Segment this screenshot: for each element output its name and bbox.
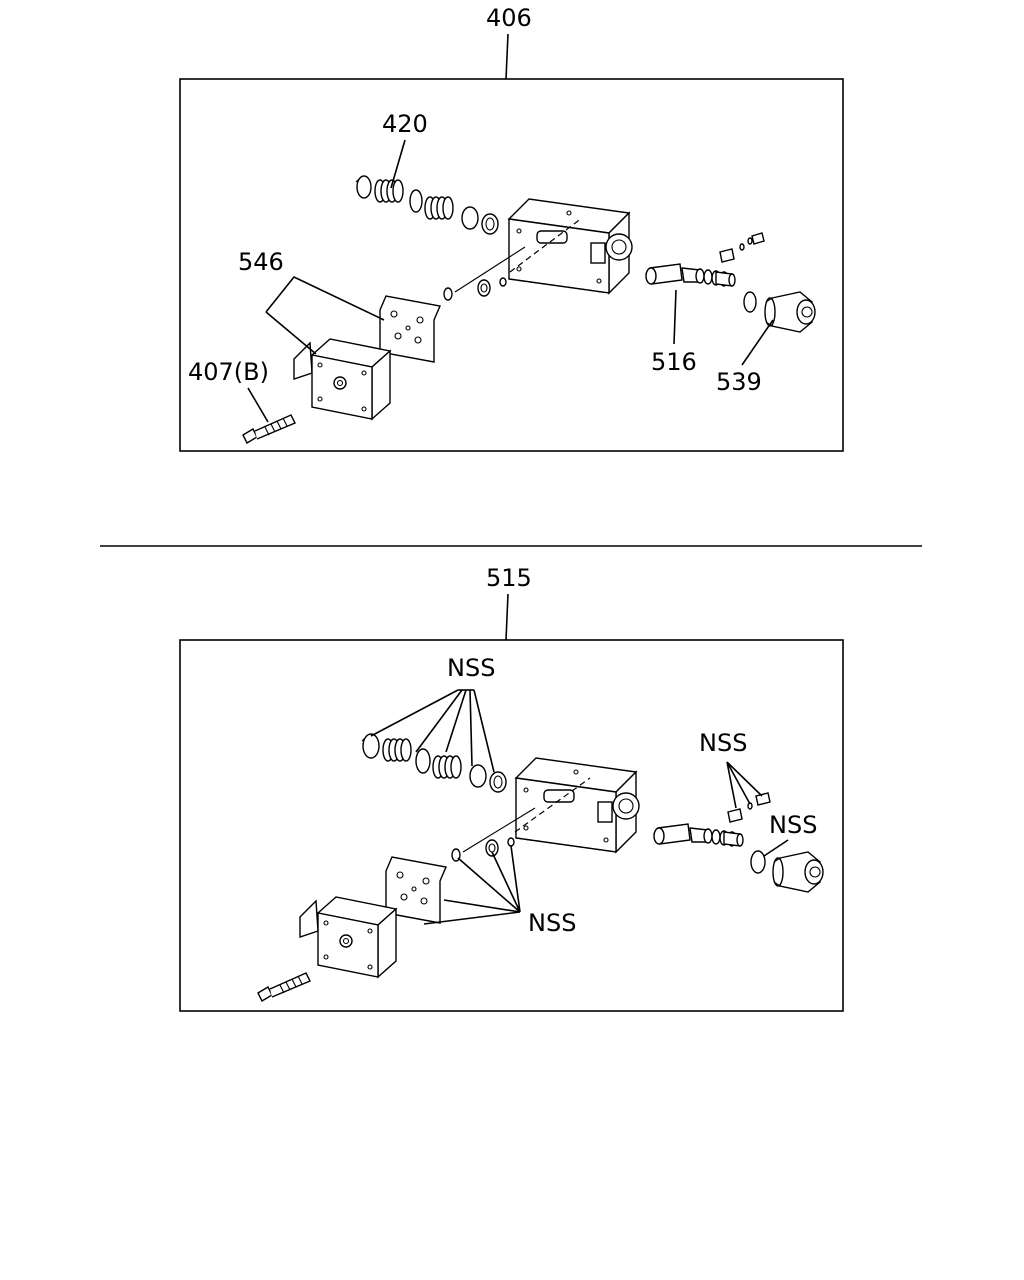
callout-516: 516: [651, 348, 697, 376]
assembly-label-515: 515: [486, 564, 532, 592]
seal-cap: [481, 213, 499, 235]
washer: [469, 764, 487, 788]
cover-block: [293, 338, 391, 420]
valve-body: [515, 757, 640, 853]
diagram-bottom-frame: [179, 639, 844, 1012]
callout-420: 420: [382, 110, 428, 138]
snap-ring: [355, 175, 372, 199]
bolt: [242, 414, 296, 444]
spring: [424, 196, 454, 220]
callout-nss-seals-bottom: NSS: [528, 909, 576, 937]
check-ball-seat: [485, 839, 499, 857]
bolt: [257, 972, 311, 1002]
plug-nut: [764, 291, 816, 333]
small-fittings: [727, 792, 771, 823]
plug-o-ring: [743, 291, 757, 313]
callout-546: 546: [238, 248, 284, 276]
diagram-top: 406: [179, 4, 844, 452]
callout-nss-seals-top: NSS: [447, 654, 495, 682]
check-ball-seat: [477, 279, 491, 297]
plug-nut: [772, 851, 824, 893]
seal-cap: [489, 771, 507, 793]
spring: [432, 755, 462, 779]
callout-nss-small-parts: NSS: [699, 729, 747, 757]
o-ring: [409, 189, 423, 213]
small-o-ring: [443, 287, 453, 301]
valve-body: [508, 198, 633, 294]
washer: [461, 206, 479, 230]
callout-407b: 407(B): [188, 358, 269, 386]
spring-plug: [374, 179, 404, 203]
pin: [454, 246, 526, 293]
snap-ring: [361, 733, 380, 759]
cover-block: [299, 896, 397, 978]
diagram-bottom: 515: [179, 564, 844, 1012]
valve-spool: [645, 263, 736, 287]
valve-spool: [653, 823, 744, 847]
pin: [462, 807, 536, 853]
callout-539: 539: [716, 368, 762, 396]
assembly-label-406: 406: [486, 4, 532, 32]
o-ring: [415, 748, 431, 774]
small-fittings: [719, 232, 765, 263]
diagram-top-frame: [179, 78, 844, 452]
plug-o-ring: [750, 850, 766, 874]
callout-nss-o-ring: NSS: [769, 811, 817, 839]
spring-plug: [382, 738, 412, 762]
